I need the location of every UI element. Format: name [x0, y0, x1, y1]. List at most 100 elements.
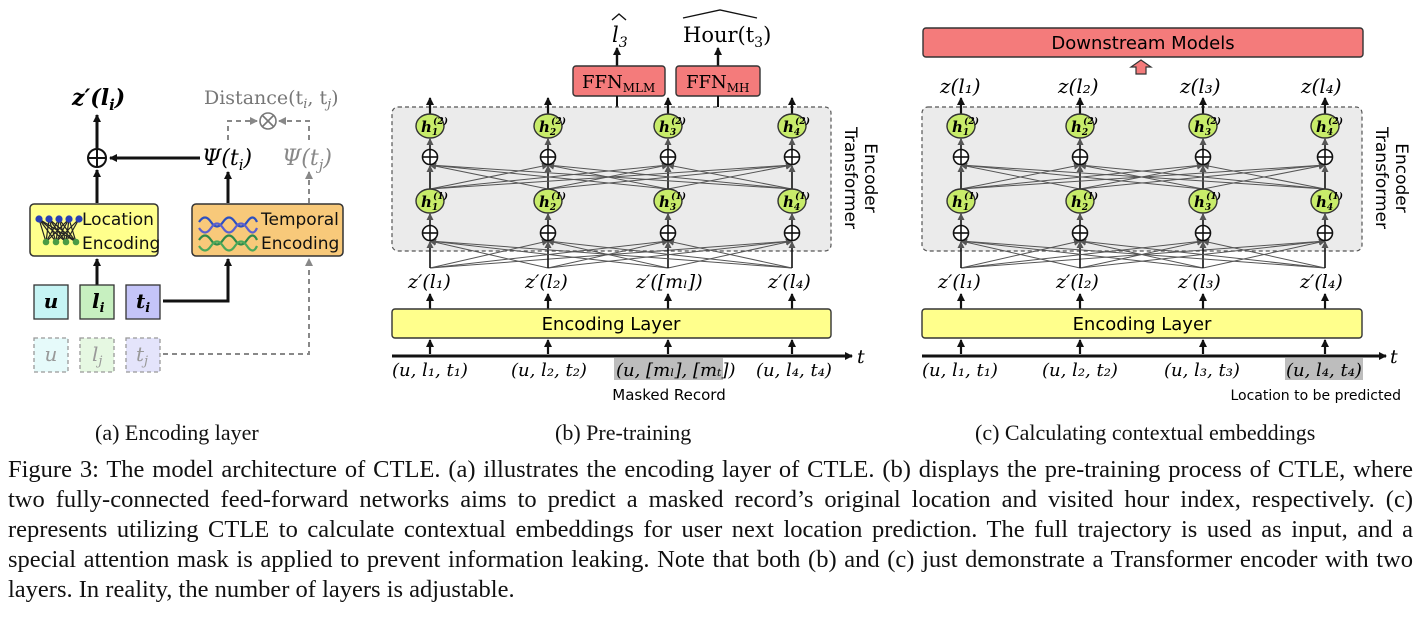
panel-a: z′(li) Ψ(ti) Ψ(tj) Distance(ti, tj) [29, 85, 344, 373]
svg-text:h3(1): h3(1) [659, 191, 686, 213]
encoding-layer-c [921, 308, 1363, 339]
token-l-j-label: lj [92, 342, 102, 369]
c-attn-l1 [1202, 238, 1326, 269]
wave-icon [198, 216, 259, 252]
b-plus-l1 [659, 224, 677, 242]
svg-text:h3(2): h3(2) [659, 116, 686, 138]
caption-b: (b) Pre-training [555, 420, 692, 445]
plus-circle [87, 148, 107, 168]
panel-a-output-label: z′(li) [71, 85, 125, 114]
ffn-mlm-box [572, 65, 666, 97]
location-encoding-box [29, 203, 159, 257]
b-hidden-node-l2: h2(2) [533, 113, 566, 139]
c-hidden-node-l2: h3(2) [1188, 113, 1221, 139]
b-hidden-node-l1: h3(1) [653, 188, 686, 214]
encoding-layer-c-label: Encoding Layer [1073, 314, 1212, 335]
token-l-i [79, 284, 115, 320]
c-plus-l2 [1071, 148, 1089, 166]
panel-c-z-2: z′(l₂) [1055, 271, 1099, 293]
dashed-psi-j-to-times [278, 117, 310, 140]
time-axis-b-label: t [857, 346, 865, 368]
panel-b-z-2: z′(l₂) [524, 271, 568, 293]
b-plus-l2 [539, 148, 557, 166]
times-circle [259, 112, 277, 130]
network-icon [35, 215, 83, 246]
hat-hour [682, 9, 758, 19]
svg-text:h4(2): h4(2) [1316, 116, 1343, 138]
svg-text:Encoder: Encoder [860, 143, 880, 213]
b-hidden-node-l2: h4(2) [777, 113, 810, 139]
panel-b-out-hour: Hour(t3) [683, 23, 771, 51]
transformer-panel-c [921, 106, 1363, 252]
b-plus-l1 [539, 224, 557, 242]
b-plus-l2 [659, 148, 677, 166]
svg-text:h1(1): h1(1) [421, 191, 448, 213]
panel-b: l3 Hour(t3) FFNMLM FFNMH Transformer Enc… [391, 9, 880, 404]
transformer-label-c: Transformer Encoder [1371, 126, 1411, 229]
arrow-ti-to-temporal [163, 258, 232, 303]
c-attn-l1 [960, 237, 1326, 269]
panel-b-z-4: z′(l₄) [767, 271, 811, 293]
panel-c-record-4: (u, l₄, t₄) [1286, 360, 1362, 381]
panel-c-zout-4: z(l₄) [1300, 74, 1342, 98]
svg-text:Encoder: Encoder [1391, 143, 1411, 213]
caption-c: (c) Calculating contextual embeddings [975, 420, 1316, 445]
b-attn-l1 [429, 238, 549, 269]
svg-text:h4(1): h4(1) [783, 191, 810, 213]
svg-text:Transformer: Transformer [1371, 126, 1391, 229]
ffn-mlm-label: FFNMLM [582, 72, 655, 95]
ffn-mh-label: FFNMH [686, 72, 750, 95]
panel-c-record-2: (u, l₂, t₂) [1042, 360, 1118, 381]
svg-text:h4(1): h4(1) [1316, 191, 1343, 213]
panel-c-z-1: z′(l₁) [937, 271, 981, 293]
encoder-network-b: h1(1) h1(2) h2(1) h2(2) h3(1) h3(2) h4(1) h4(2) [415, 97, 810, 354]
c-plus-l1 [1194, 224, 1212, 242]
c-hidden-node-l2: h4(2) [1310, 113, 1343, 139]
c-hidden-node-l2: h1(2) [946, 113, 979, 139]
b-attn-l2 [547, 162, 793, 190]
predict-note: Location to be predicted [1230, 388, 1401, 404]
b-attn-l1 [667, 238, 793, 269]
c-hidden-node-l1: h3(1) [1188, 188, 1221, 214]
svg-text:h1(1): h1(1) [952, 191, 979, 213]
location-encoding-line2: Encoding [82, 234, 160, 254]
svg-text:h1(2): h1(2) [421, 116, 448, 138]
b-hidden-node-l2: h3(2) [653, 113, 686, 139]
c-attn-l1 [1079, 238, 1326, 269]
svg-text:h4(2): h4(2) [783, 116, 810, 138]
c-attn-l1 [960, 238, 1081, 269]
token-u-j [33, 337, 69, 373]
b-plus-l1 [421, 224, 439, 242]
b-attn-l2 [667, 162, 793, 190]
panel-b-record-3: (u, [mₗ], [mₜ]) [616, 360, 736, 381]
token-t-j [125, 337, 161, 373]
panel-b-record-4: (u, l₄, t₄) [756, 360, 832, 381]
c-plus-l1 [1316, 224, 1334, 242]
up-arrow-icon [1129, 59, 1153, 75]
time-axis-c-label: t [1390, 346, 1398, 368]
panel-c-record-1: (u, l₁, t₁) [922, 360, 998, 381]
svg-text:h1(2): h1(2) [952, 116, 979, 138]
c-plus-l2 [952, 148, 970, 166]
c-hidden-node-l1: h4(1) [1310, 188, 1343, 214]
svg-text:h2(2): h2(2) [1071, 116, 1098, 138]
downstream-models-label: Downstream Models [1051, 33, 1234, 54]
token-u-i-label: u [44, 289, 59, 313]
c-plus-l1 [952, 224, 970, 242]
b-hidden-node-l1: h2(1) [533, 188, 566, 214]
c-attn-l2 [1202, 162, 1326, 190]
transformer-panel-b [391, 106, 832, 252]
c-hidden-node-l1: h2(1) [1065, 188, 1098, 214]
caption-a: (a) Encoding layer [95, 420, 259, 445]
encoding-layer-b [391, 308, 832, 339]
c-attn-l2 [960, 161, 1326, 190]
b-attn-l2 [429, 162, 549, 190]
c-plus-l2 [1194, 148, 1212, 166]
panel-c-z-3: z′(l₃) [1177, 271, 1221, 293]
token-t-i [125, 284, 161, 320]
panel-b-record-1: (u, l₁, t₁) [392, 360, 468, 381]
b-hidden-node-l1: h4(1) [777, 188, 810, 214]
panel-b-z-3: z′([mₗ]) [635, 271, 703, 293]
c-attn-l2 [1079, 162, 1326, 190]
panel-c: Downstream Models z(l₁) z(l₂) z(l₃) z(l₄… [921, 27, 1411, 404]
